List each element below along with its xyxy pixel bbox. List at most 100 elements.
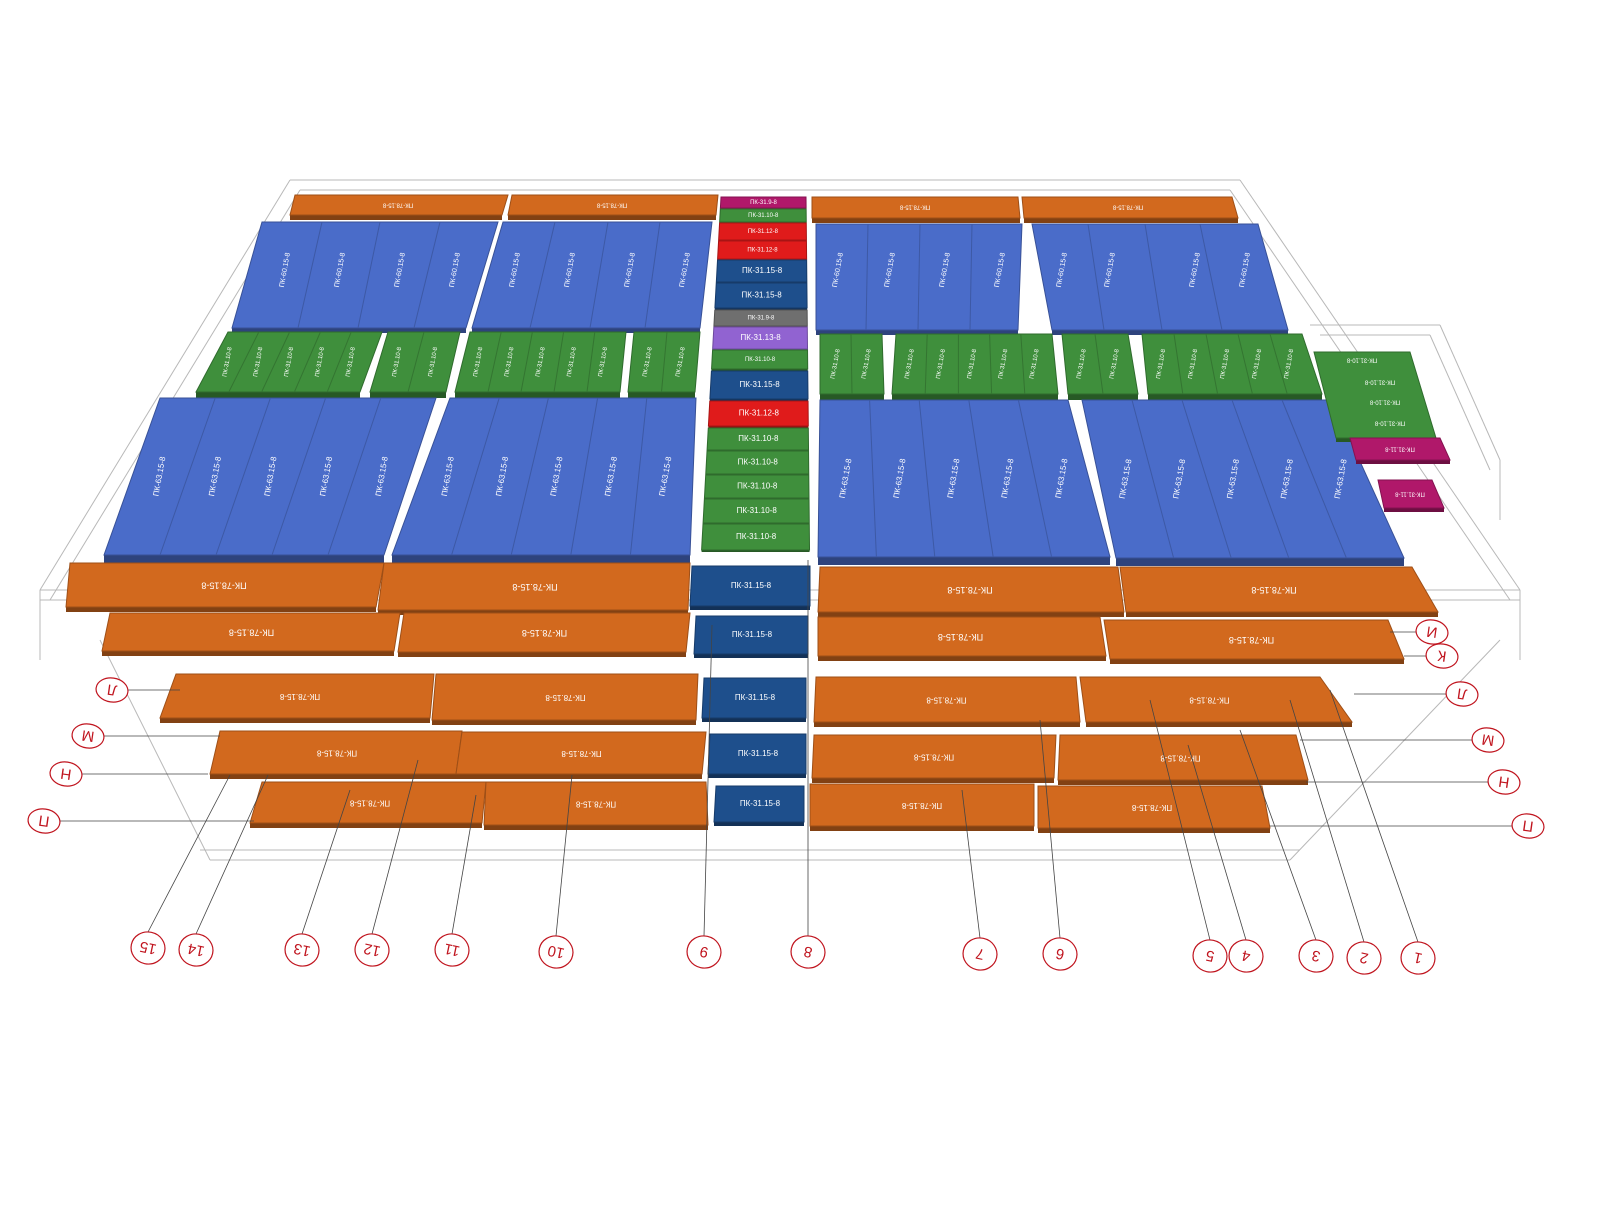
- slab-label: ПК-78.15-8: [901, 801, 942, 810]
- spine-lower-slab-4: ПК-31.15-8: [707, 733, 807, 778]
- slab-label: ПК-78.15-8: [316, 748, 357, 757]
- axis-row-left-Н: Н: [49, 761, 83, 787]
- wireframe-line: [1289, 639, 1501, 861]
- slab-label: ПК-31.12-8: [747, 248, 778, 254]
- slab-blue-upper-4-face: [1031, 223, 1289, 331]
- spine-lower-slab-3-face: [701, 677, 807, 719]
- axis-label: М: [1481, 730, 1496, 749]
- axis-bubble: [130, 931, 166, 965]
- slab-label: ПК-31.15-8: [735, 693, 776, 702]
- slab-front-r5-c4-face: [1037, 785, 1271, 829]
- slab-front-r2-c1-face: [101, 612, 401, 652]
- axis-label: Л: [106, 680, 118, 698]
- slab-green-mid-6-edge: [892, 394, 1058, 400]
- spine-slab-12: ПК-31.10-8: [706, 427, 810, 452]
- slab-green-mid-1-face: [195, 331, 383, 393]
- slab-blue-upper-4-joint: [1144, 223, 1163, 331]
- axis-label: М: [81, 726, 96, 745]
- wireframe-line: [1429, 334, 1491, 471]
- axis-row-left-М: М: [71, 723, 105, 749]
- slab-front-r4-c1: ПК-78.15-8: [209, 730, 463, 779]
- slab-back-2: ПК-78.15-8: [507, 194, 719, 220]
- slab-blue-upper-2-face: [471, 221, 713, 329]
- slab-label: ПК-78.15-8: [938, 632, 983, 642]
- slab-front-r2-c3-face: [817, 616, 1107, 657]
- slab-green-mid-8-face: [1141, 333, 1323, 395]
- slab-blue-lower-1-joint: [215, 397, 271, 556]
- spine-slab-7-face: [713, 309, 808, 327]
- slab-blue-upper-1-joint: [413, 221, 441, 329]
- slab-front-r2-c4-face: [1103, 619, 1405, 660]
- spine-slab-15: ПК-31.10-8: [702, 498, 810, 525]
- slab-front-r2-c1: ПК-78.15-8: [101, 612, 401, 656]
- axis-label: 8: [802, 942, 814, 960]
- slab-green-mid-3-joint: [520, 331, 533, 393]
- annex-slab-2-face: [1349, 437, 1451, 461]
- axis-bubble: [1228, 939, 1264, 973]
- slab-front-r3-c4-face: [1079, 676, 1353, 723]
- axis-label: 15: [138, 937, 158, 957]
- slab-front-r5-c3-edge: [810, 826, 1034, 831]
- slab-blue-lower-3-edge: [818, 557, 1110, 565]
- slab-label: ПК-31.10-8: [1076, 348, 1087, 379]
- axis-column-11: 11: [434, 933, 470, 967]
- slab-label: ПК-78.15-8: [561, 749, 602, 758]
- spine-lower-slab-5-edge: [714, 822, 804, 826]
- slab-front-r1-c4-face: [1119, 566, 1439, 613]
- axis-bubble: [1042, 937, 1078, 971]
- slab-blue-upper-4-joint: [1087, 223, 1105, 331]
- axis-bubble: [71, 723, 105, 749]
- spine-slab-5: ПК-31.15-8: [715, 259, 808, 284]
- slab-label: ПК-31.10-8: [535, 346, 546, 377]
- slab-back-1-face: [289, 194, 509, 216]
- axis-leader-11: [451, 794, 477, 935]
- axis-bubble: [686, 935, 722, 969]
- axis-leader-6: [1039, 719, 1061, 939]
- slab-front-r2-c2-face: [397, 612, 691, 653]
- slab-blue-lower-4-joint: [1181, 399, 1232, 559]
- slab-blue-upper-4-joint: [1199, 223, 1223, 331]
- slab-green-mid-7-face: [1061, 333, 1139, 395]
- slab-green-mid-5-edge: [820, 394, 884, 400]
- spine-slab-13-face: [705, 450, 810, 475]
- axis-column-1: 1: [1400, 941, 1436, 975]
- slab-blue-lower-1-face: [103, 397, 437, 556]
- slab-blue-lower-2-joint: [570, 397, 599, 556]
- slab-green-mid-3-joint: [487, 331, 502, 393]
- slab-label: ПК-31.15-8: [741, 291, 782, 300]
- axis-leader-4: [1187, 744, 1247, 941]
- slab-blue-upper-3-joint: [969, 223, 973, 331]
- slab-label: ПК-78.15-8: [1189, 695, 1230, 704]
- slab-front-r2-c2: ПК-78.15-8: [397, 612, 691, 657]
- slab-label: ПК-31.10-8: [1156, 348, 1167, 379]
- slab-label: ПК-31.9-8: [750, 200, 777, 206]
- slab-front-r3-c2-edge: [432, 720, 696, 725]
- slab-blue-lower-2-joint: [510, 397, 549, 556]
- slab-front-r4-c2-edge: [456, 774, 702, 779]
- spine-slab-2-face: [719, 208, 807, 223]
- slab-blue-upper-3-joint: [865, 223, 869, 331]
- slab-green-mid-1-edge: [196, 392, 360, 398]
- slab-label: ПК-31.10-8: [222, 346, 233, 377]
- wireframe-line: [1439, 324, 1501, 461]
- slab-label: ПК-31.12-8: [739, 409, 780, 418]
- slab-front-r1-c2: ПК-78.15-8: [377, 562, 691, 615]
- slab-label: ПК-31.15-8: [742, 266, 783, 275]
- slab-label: ПК-31.10-8: [642, 346, 653, 377]
- slab-blue-lower-3-joint: [968, 399, 994, 558]
- slab-green-mid-1-joint: [293, 331, 321, 393]
- slab-green-mid-8-joint: [1237, 333, 1253, 395]
- spine-slab-3: ПК-31.12-8: [718, 222, 807, 242]
- slab-front-r4-c3-face: [811, 734, 1057, 779]
- slab-front-r5-c3-face: [809, 783, 1035, 827]
- slab-label: ПК-31.10-8: [905, 348, 916, 379]
- slab-label: ПК-31.10-8: [1369, 398, 1400, 404]
- axis-column-15: 15: [130, 931, 166, 965]
- slab-green-mid-8-joint: [1173, 333, 1184, 395]
- slab-label: ПК-78.15-8: [201, 581, 246, 591]
- annex-slab-3-face: [1377, 479, 1445, 509]
